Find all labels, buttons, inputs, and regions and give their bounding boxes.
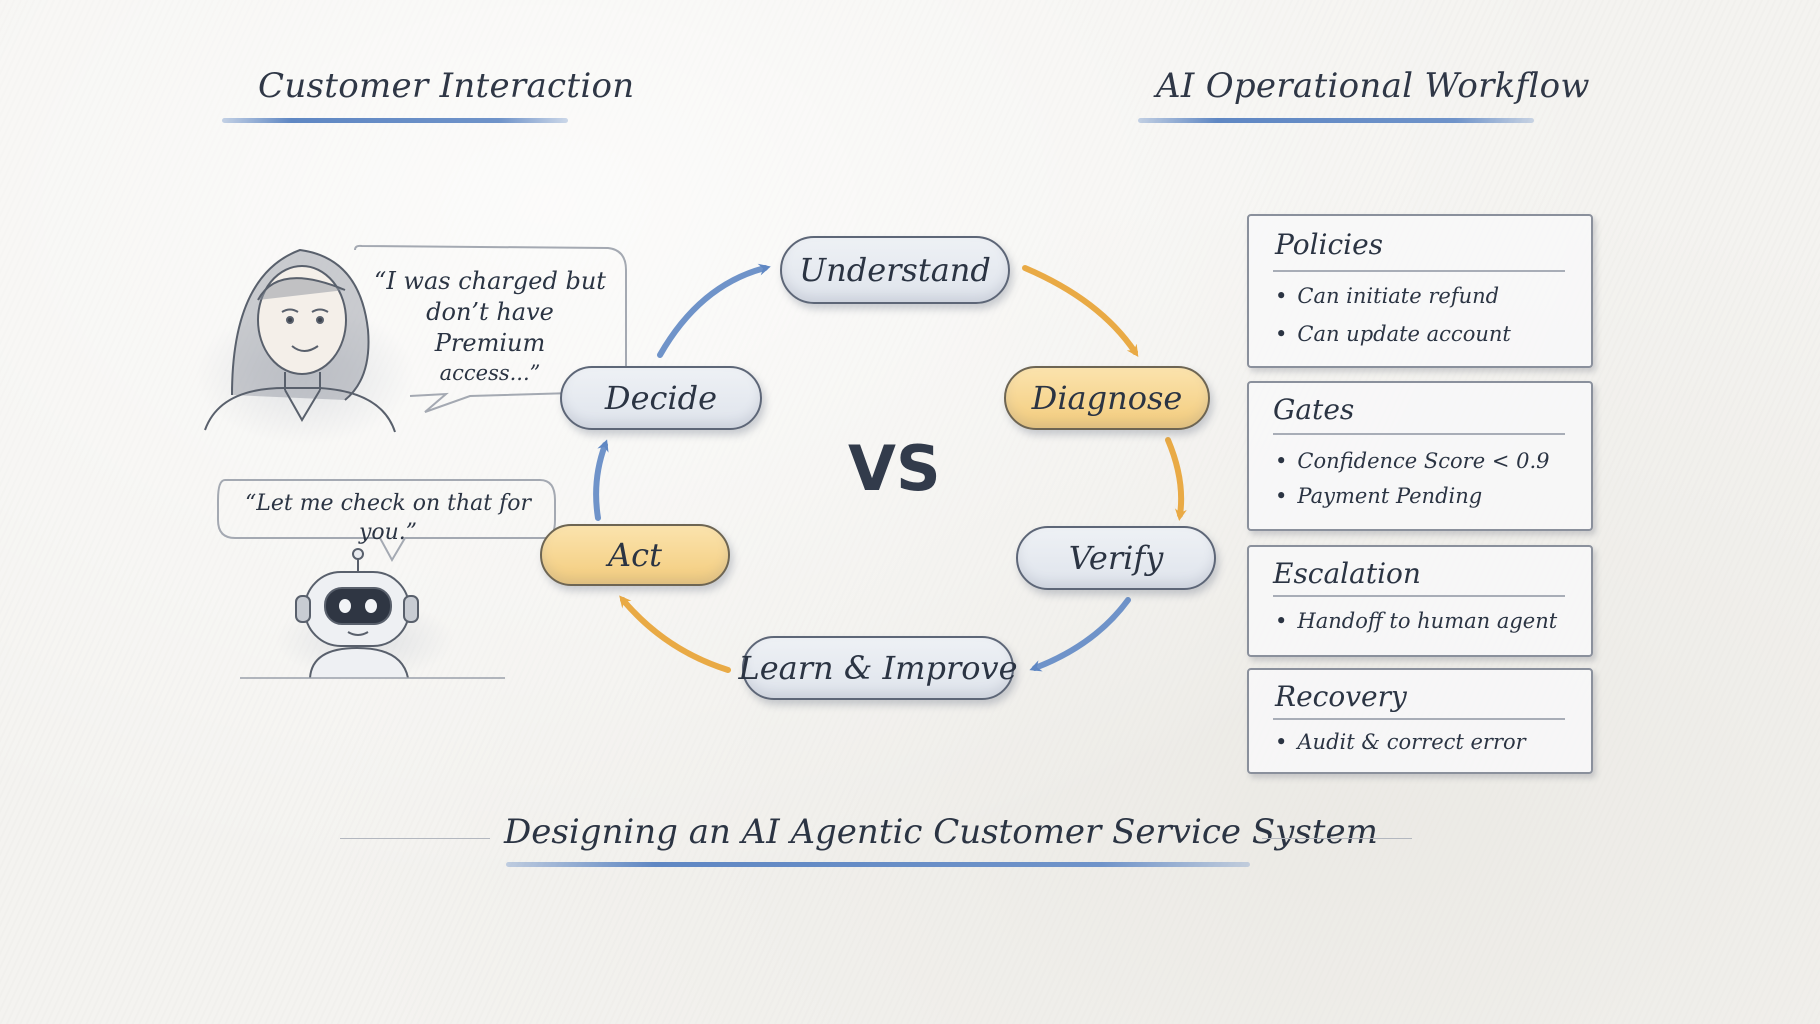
node-verify: Verify (1016, 526, 1216, 590)
panel-gates-item: Confidence Score < 0.9 (1275, 449, 1549, 473)
panel-gates-item: Payment Pending (1275, 484, 1482, 508)
heading-ai-operational-workflow: AI Operational Workflow (1156, 66, 1590, 106)
panel-recovery-item: Audit & correct error (1275, 730, 1525, 754)
customer-quote-line-1: “I was charged but (374, 267, 606, 295)
panel-policies: Policies Can initiate refund Can update … (1247, 214, 1593, 368)
arrow-verify-to-learn (1029, 597, 1131, 672)
panel-recovery: Recovery Audit & correct error (1247, 668, 1593, 774)
customer-avatar (195, 248, 415, 445)
vs-label: VS (848, 432, 941, 505)
agent-speech-bubble (217, 479, 556, 563)
panel-escalation: Escalation Handoff to human agent (1247, 545, 1593, 657)
arrow-decide-to-understand (657, 263, 771, 358)
footer-rule-right (1262, 838, 1412, 839)
arrow-diagnose-to-verify (1165, 437, 1187, 521)
arrow-learn-to-act (619, 595, 731, 673)
heading-left-underline (222, 118, 568, 123)
panel-gates-title: Gates (1273, 393, 1355, 426)
customer-quote: “I was charged but don’t have Premium ac… (370, 266, 610, 387)
node-understand: Understand (780, 236, 1010, 304)
footer-underline (506, 862, 1250, 867)
panel-gates: Gates Confidence Score < 0.9 Payment Pen… (1247, 381, 1593, 531)
heading-right-underline (1138, 118, 1534, 123)
panel-policies-title: Policies (1275, 228, 1384, 261)
node-act: Act (540, 524, 730, 586)
arrow-understand-to-diagnose (1022, 265, 1139, 357)
panel-policies-item: Can initiate refund (1275, 284, 1499, 308)
panel-policies-item: Can update account (1275, 322, 1510, 346)
heading-customer-interaction: Customer Interaction (258, 66, 635, 106)
customer-quote-line-2: don’t have Premium (426, 298, 554, 358)
panel-recovery-title: Recovery (1275, 680, 1407, 713)
node-diagnose: Diagnose (1004, 366, 1210, 430)
panel-escalation-item: Handoff to human agent (1275, 609, 1557, 633)
agent-quote: “Let me check on that for you.” (244, 491, 531, 545)
panel-policies-rule (1273, 270, 1565, 272)
footer-rule-left (340, 838, 490, 839)
panel-gates-rule (1273, 433, 1565, 435)
panel-recovery-rule (1273, 718, 1565, 720)
panel-escalation-title: Escalation (1273, 557, 1421, 590)
node-decide: Decide (560, 366, 762, 430)
panel-escalation-rule (1273, 595, 1565, 597)
node-learn-improve: Learn & Improve (738, 636, 1018, 700)
robot-avatar (275, 548, 455, 680)
arrow-act-to-decide (593, 439, 609, 521)
footer-title: Designing an AI Agentic Customer Service… (504, 812, 1378, 852)
customer-quote-line-3: access...” (439, 360, 541, 385)
